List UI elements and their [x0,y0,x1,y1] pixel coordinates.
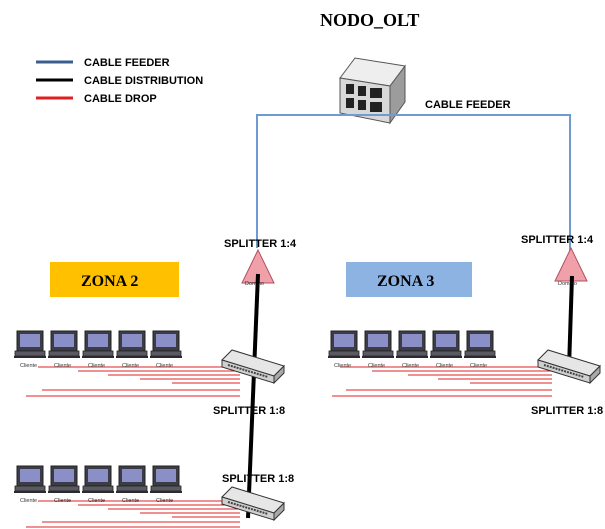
splitter-1-8-zone-2-lower-label: SPLITTER 1:8 [222,473,294,485]
client-computer-icon [429,330,463,359]
diagram-title: NODO_OLT [320,10,419,30]
zone-2-label: ZONA 2 [81,273,138,290]
client-label: Cliente [20,498,37,504]
client-label: Cliente [368,363,385,369]
distribution-cable-right [567,275,574,369]
client-label: Cliente [470,363,487,369]
feeder-cable-line [256,114,571,252]
splitter-1-4-left-label: SPLITTER 1:4 [224,238,297,250]
client-computer-icon [463,330,497,359]
client-label: Cliente [334,363,351,369]
client-computer-icon [395,330,429,359]
splitter-1-8-zone-3-label: SPLITTER 1:8 [531,405,603,417]
client-label: Cliente [122,363,139,369]
client-label: Cliente [88,498,105,504]
splitter-1-8-zone-2-upper-label: SPLITTER 1:8 [213,405,285,417]
client-computer-icon [47,330,81,359]
client-label: Cliente [20,363,37,369]
client-label: Cliente [54,498,71,504]
zone-3-label: ZONA 3 [377,273,434,290]
client-label: Cliente [402,363,419,369]
legend-drop-label: CABLE DROP [84,93,157,105]
client-label: Cliente [156,498,173,504]
client-computer-icon [81,330,115,359]
client-computer-icon [13,465,47,494]
client-label: Cliente [156,363,173,369]
client-computer-icon [115,330,149,359]
drop-lines-zone-2-upper [26,366,240,397]
zone-3-box [346,262,472,297]
client-label: Cliente [436,363,453,369]
client-computer-icon [115,465,149,494]
legend-distribution-label: CABLE DISTRIBUTION [84,75,203,87]
splitter-1-4-right-sublabel: Domino [558,281,577,287]
legend: CABLE FEEDER CABLE DISTRIBUTION CABLE DR… [36,57,203,105]
clients-zone-3: Cliente Cliente Cliente Cliente Cliente [327,330,497,369]
feeder-cable-label: CABLE FEEDER [425,99,511,111]
client-computer-icon [47,465,81,494]
client-computer-icon [361,330,395,359]
splitter-1-4-right-label: SPLITTER 1:4 [521,234,594,246]
client-label: Cliente [122,498,139,504]
splitter-1-4-left-sublabel: Domino [245,281,264,287]
splitter-1-8-zone-2-lower-icon [221,486,285,521]
drop-lines-zone-2-lower [26,500,240,528]
client-computer-icon [149,330,183,359]
client-computer-icon [81,465,115,494]
legend-feeder-label: CABLE FEEDER [84,57,170,69]
olt-server-icon [339,57,406,125]
client-computer-icon [327,330,361,359]
client-label: Cliente [88,363,105,369]
client-computer-icon [149,465,183,494]
zone-2-box [50,262,179,297]
drop-lines-zone-3 [332,366,552,397]
client-label: Cliente [54,363,71,369]
clients-zone-2-lower: Cliente Cliente Cliente Cliente Cliente [13,465,183,504]
clients-zone-2-upper: Cliente Cliente Cliente Cliente Cliente [13,330,183,369]
distribution-cable-left [246,273,260,519]
client-computer-icon [13,330,47,359]
